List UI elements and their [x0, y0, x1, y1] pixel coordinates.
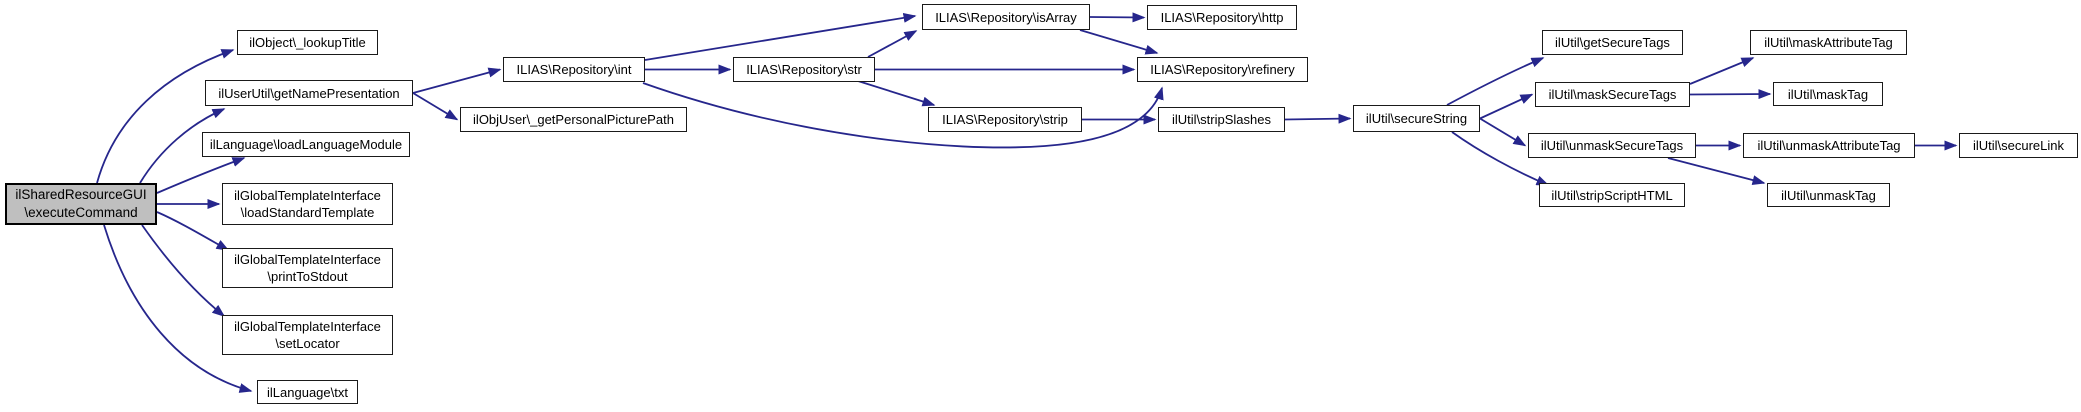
graph-node-refinery[interactable]: ILIAS\Repository\refinery	[1137, 57, 1308, 82]
graph-node-str[interactable]: ILIAS\Repository\str	[733, 57, 875, 82]
node-label: ilUtil\getSecureTags	[1555, 35, 1670, 50]
node-label: ILIAS\Repository\str	[746, 62, 862, 77]
edge-secureString-unmaskSecureTags	[1479, 117, 1527, 147]
node-label: ilUtil\maskTag	[1787, 86, 1869, 102]
edge-maskSecureTags-maskAttributeTag	[1689, 57, 1755, 85]
edge-isArray-refinery	[1079, 29, 1159, 55]
node-label: \printToStdout	[267, 269, 348, 284]
node-label: ilGlobalTemplateInterface	[234, 319, 381, 334]
edge-getNamePresentation-int	[412, 67, 502, 94]
edge-executeCommand-getNamePresentation	[139, 108, 226, 184]
graph-node-unmaskSecureTags[interactable]: ilUtil\unmaskSecureTags	[1528, 133, 1696, 158]
node-label: ILIAS\Repository\http	[1160, 10, 1284, 25]
node-label: ilLanguage\loadLanguageModule	[209, 137, 403, 152]
graph-node-getNamePresentation[interactable]: ilUserUtil\getNamePresentation	[205, 80, 413, 106]
edge-getNamePresentation-getPersonalPicturePath	[412, 92, 459, 121]
graph-node-secureLink[interactable]: ilUtil\secureLink	[1959, 133, 2078, 158]
node-label: ilSharedResourceGUI	[15, 187, 147, 202]
edge-str-isArray	[867, 30, 918, 58]
graph-node-txt[interactable]: ilLanguage\txt	[257, 380, 358, 404]
node-label: ilUtil\maskSecureTags	[1548, 87, 1677, 102]
graph-node-maskSecureTags[interactable]: ilUtil\maskSecureTags	[1535, 82, 1690, 107]
node-label: \loadStandardTemplate	[240, 205, 375, 220]
node-label: ilUtil\unmaskAttributeTag	[1757, 138, 1901, 153]
graph-node-loadLanguageModule[interactable]: ilLanguage\loadLanguageModule	[202, 132, 410, 157]
node-label: ilObjUser\_getPersonalPicturePath	[473, 112, 674, 127]
node-label: ilGlobalTemplateInterface	[234, 188, 381, 203]
graph-node-http[interactable]: ILIAS\Repository\http	[1147, 5, 1297, 30]
edge-secureString-stripScriptHTML	[1451, 131, 1550, 186]
graph-node-strip[interactable]: ILIAS\Repository\strip	[928, 107, 1082, 132]
node-label: \executeCommand	[24, 205, 138, 220]
node-label: ilUtil\unmaskSecureTags	[1540, 138, 1684, 153]
node-label: ILIAS\Repository\isArray	[935, 9, 1077, 25]
graph-node-executeCommand[interactable]: ilSharedResourceGUI \executeCommand	[5, 183, 157, 225]
edge-stripSlashes-secureString	[1284, 113, 1352, 124]
node-label: ilUtil\secureString	[1365, 111, 1468, 126]
edge-executeCommand-loadLanguageModule	[156, 157, 246, 194]
graph-node-loadStandardTemplate[interactable]: ilGlobalTemplateInterface \loadStandardTe…	[222, 183, 393, 225]
edge-str-strip	[857, 80, 936, 107]
edge-secureString-getSecureTags	[1446, 57, 1545, 106]
edge-executeCommand-lookupTitle	[96, 49, 235, 184]
node-label: \setLocator	[275, 336, 340, 351]
graph-node-getSecureTags[interactable]: ilUtil\getSecureTags	[1542, 30, 1683, 55]
edge-isArray-http	[1089, 12, 1146, 23]
edge-int-isArray	[644, 12, 917, 61]
graph-node-setLocator[interactable]: ilGlobalTemplateInterface \setLocator	[222, 315, 393, 355]
node-label: ilUtil\stripSlashes	[1172, 112, 1271, 127]
graph-node-maskTag[interactable]: ilUtil\maskTag	[1773, 82, 1883, 106]
node-label: ilUtil\maskAttributeTag	[1764, 35, 1893, 50]
node-label: ilUserUtil\getNamePresentation	[218, 85, 400, 101]
edge-executeCommand-txt	[103, 224, 253, 393]
edge-unmaskSecureTags-unmaskTag	[1667, 157, 1766, 185]
node-label: ILIAS\Repository\int	[516, 62, 632, 77]
edge-executeCommand-setLocator	[141, 224, 226, 317]
edge-maskSecureTags-maskTag	[1689, 89, 1772, 100]
node-label: ilUtil\stripScriptHTML	[1551, 187, 1673, 203]
graph-node-int[interactable]: ILIAS\Repository\int	[503, 57, 645, 82]
graph-node-getPersonalPicturePath[interactable]: ilObjUser\_getPersonalPicturePath	[460, 107, 687, 132]
graph-node-secureString[interactable]: ilUtil\secureString	[1353, 105, 1480, 132]
graph-node-isArray[interactable]: ILIAS\Repository\isArray	[922, 4, 1090, 30]
graph-node-printToStdout[interactable]: ilGlobalTemplateInterface \printToStdout	[222, 248, 393, 288]
node-label: ilLanguage\txt	[267, 384, 348, 400]
node-label: ILIAS\Repository\refinery	[1150, 62, 1295, 77]
edge-executeCommand-printToStdout	[156, 211, 230, 251]
node-label: ILIAS\Repository\strip	[942, 112, 1068, 127]
edge-secureString-maskSecureTags	[1479, 93, 1534, 120]
node-label: ilObject\_lookupTitle	[249, 35, 366, 50]
node-label: ilUtil\unmaskTag	[1781, 187, 1876, 203]
graph-node-stripScriptHTML[interactable]: ilUtil\stripScriptHTML	[1539, 183, 1685, 207]
graph-node-lookupTitle[interactable]: ilObject\_lookupTitle	[237, 30, 378, 55]
node-label: ilUtil\secureLink	[1972, 138, 2065, 153]
graph-node-maskAttributeTag[interactable]: ilUtil\maskAttributeTag	[1750, 30, 1907, 55]
graph-node-stripSlashes[interactable]: ilUtil\stripSlashes	[1158, 107, 1285, 132]
graph-node-unmaskAttributeTag[interactable]: ilUtil\unmaskAttributeTag	[1743, 133, 1915, 158]
node-label: ilGlobalTemplateInterface	[234, 252, 381, 267]
graph-node-unmaskTag[interactable]: ilUtil\unmaskTag	[1767, 183, 1890, 207]
edge-int-refinery	[642, 82, 1164, 149]
